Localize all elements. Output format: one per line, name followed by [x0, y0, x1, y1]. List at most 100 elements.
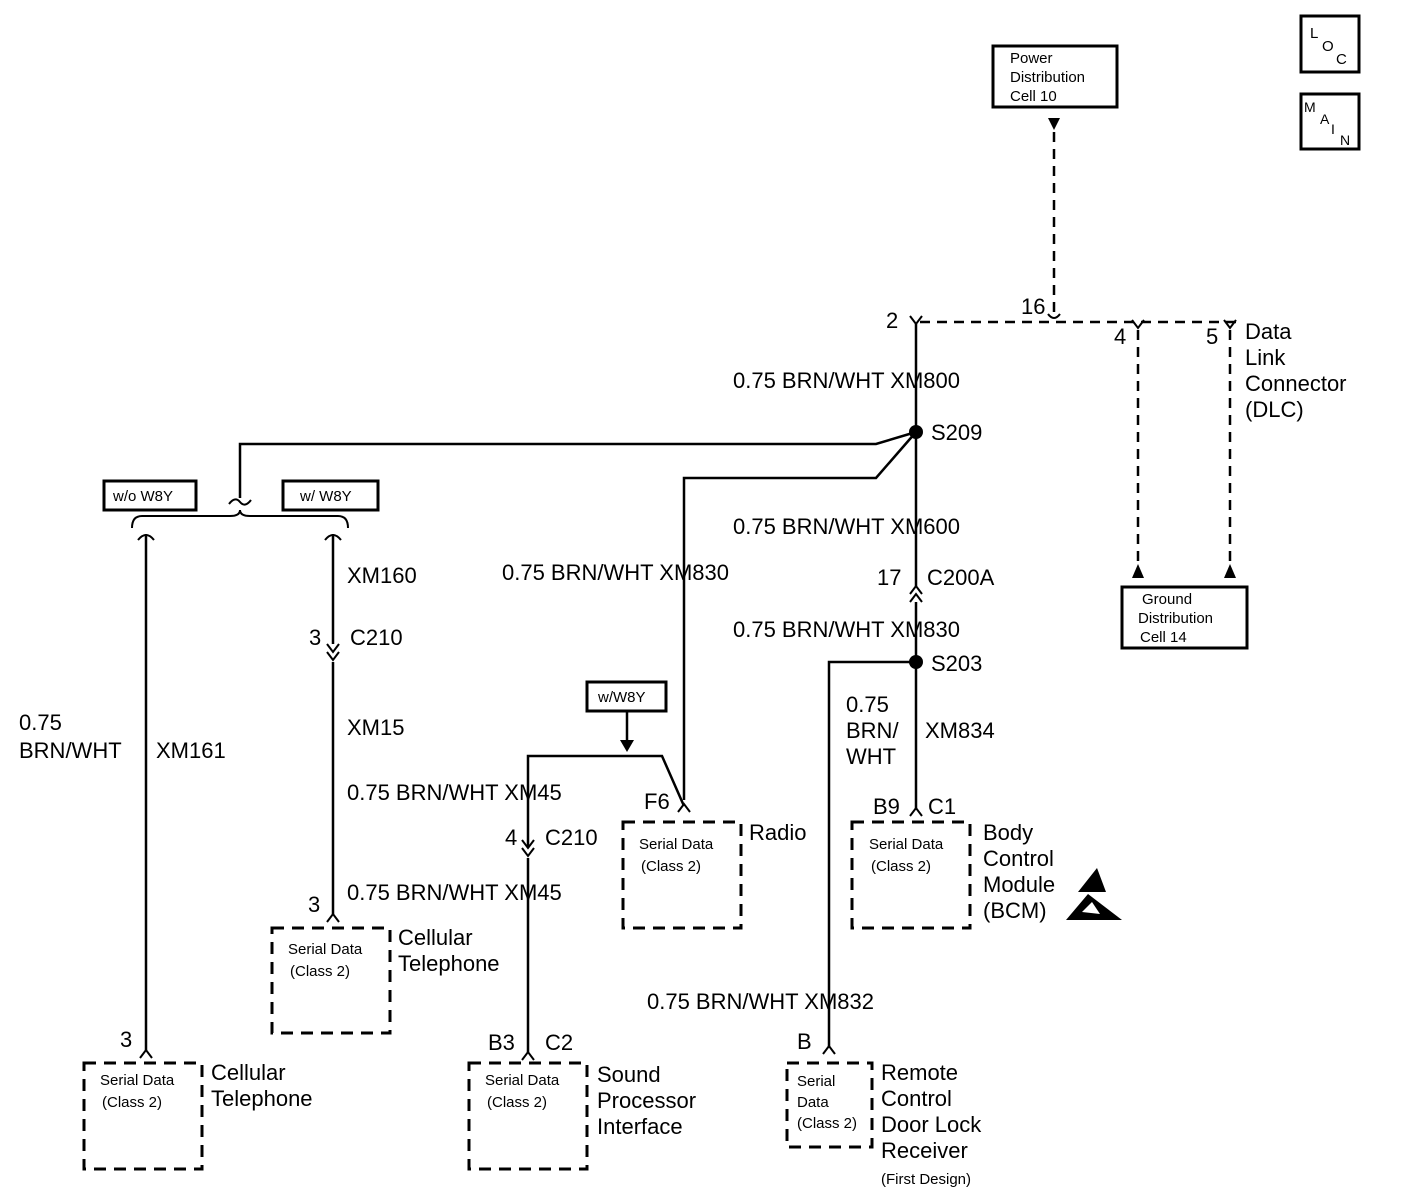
option-brace-icon — [131, 509, 349, 529]
svg-text:0.75: 0.75 — [19, 710, 62, 735]
svg-text:Control: Control — [983, 846, 1054, 871]
splice-s209-label: S209 — [931, 420, 982, 445]
rcdlr-pin-icon — [822, 1044, 836, 1055]
cell-left-module[interactable]: Serial Data (Class 2) — [82, 1061, 204, 1171]
bcm-pin-b9: B9 — [873, 794, 900, 819]
esd-warning-icon — [1066, 868, 1122, 920]
power-line1: Power — [1010, 50, 1053, 67]
wire-xm830-radio — [682, 431, 917, 800]
bcm-serial-data: Serial Data — [869, 836, 944, 853]
wire-xm600-label: 0.75 BRN/WHT XM600 — [733, 514, 960, 539]
svg-text:Telephone: Telephone — [398, 951, 500, 976]
option-break-icon — [228, 498, 252, 506]
loc-button[interactable]: L O C — [1299, 14, 1361, 74]
power-line2: Distribution — [1010, 69, 1085, 86]
svg-text:(First Design): (First Design) — [881, 1171, 971, 1188]
c200a-pin: 17 — [877, 565, 901, 590]
bcm-label: Body Control Module (BCM) — [983, 820, 1055, 923]
spi-serial-data: Serial Data — [485, 1072, 560, 1089]
cell-left-label: Cellular Telephone — [211, 1060, 313, 1111]
svg-text:Cellular: Cellular — [211, 1060, 286, 1085]
svg-text:BRN/WHT: BRN/WHT — [19, 738, 122, 763]
c210b-pin: 4 — [505, 825, 517, 850]
spi-class2: (Class 2) — [487, 1094, 547, 1111]
dlc-pin16-icon — [1047, 313, 1061, 319]
ground-line3: Cell 14 — [1140, 629, 1187, 646]
svg-text:Module: Module — [983, 872, 1055, 897]
svg-text:XM161: XM161 — [156, 738, 226, 763]
option-wo-w8y-label: w/o W8Y — [112, 488, 173, 505]
wire-xm45-upper-label: 0.75 BRN/WHT XM45 — [347, 780, 562, 805]
option-arrow-icon — [620, 740, 634, 752]
ground-arrow-left-icon — [1132, 564, 1144, 578]
bcm-class2: (Class 2) — [871, 858, 931, 875]
wire-xm832-label: 0.75 BRN/WHT XM832 — [647, 989, 874, 1014]
dlc-label-line3: Connector — [1245, 371, 1347, 396]
option-w-w8y-radio-label: w/W8Y — [597, 689, 646, 706]
rcdlr-module[interactable]: Serial Data (Class 2) — [785, 1061, 874, 1149]
loc-letter-c: C — [1336, 51, 1347, 68]
spi-label: Sound Processor Interface — [597, 1062, 696, 1139]
ground-line1: Ground — [1142, 591, 1192, 608]
bcm-module[interactable]: Serial Data (Class 2) — [850, 820, 972, 930]
main-letter-m: M — [1304, 99, 1316, 115]
power-distribution-box[interactable]: Power Distribution Cell 10 — [991, 44, 1119, 109]
cell-left-class2: (Class 2) — [102, 1094, 162, 1111]
cell-left-pin-icon — [139, 1048, 153, 1059]
rcdlr-pin-b: B — [797, 1029, 812, 1054]
dlc-pin2: 2 — [886, 308, 898, 333]
radio-class2: (Class 2) — [641, 858, 701, 875]
main-button[interactable]: M A I N — [1299, 92, 1361, 151]
option-w-w8y-radio[interactable]: w/W8Y — [585, 680, 668, 713]
wire-xm15-label: XM15 — [347, 715, 404, 740]
wire-xm800-label: 0.75 BRN/WHT XM800 — [733, 368, 960, 393]
svg-text:WHT: WHT — [846, 744, 896, 769]
loc-letter-o: O — [1322, 38, 1334, 55]
wire-xm834-label: 0.75 BRN/ WHT XM834 — [846, 692, 995, 769]
c200a-connector-icon — [909, 584, 923, 603]
option-w-w8y-label: w/ W8Y — [299, 488, 352, 505]
cell-mid-module[interactable]: Serial Data (Class 2) — [270, 926, 392, 1035]
svg-text:Sound: Sound — [597, 1062, 661, 1087]
spi-module[interactable]: Serial Data (Class 2) — [467, 1061, 589, 1171]
svg-text:Remote: Remote — [881, 1060, 958, 1085]
dlc-label-line2: Link — [1245, 345, 1286, 370]
c210a-label: C210 — [350, 625, 403, 650]
power-line3: Cell 10 — [1010, 88, 1057, 105]
main-letter-a: A — [1320, 111, 1330, 127]
ground-distribution-box[interactable]: Ground Distribution Cell 14 — [1120, 585, 1249, 650]
svg-text:Cellular: Cellular — [398, 925, 473, 950]
dlc-pin4: 4 — [1114, 324, 1126, 349]
wire-xm161-label: 0.75 BRN/WHT XM161 — [19, 710, 226, 763]
radio-label: Radio — [749, 820, 806, 845]
wire-xm830-trunk-label: 0.75 BRN/WHT XM830 — [733, 617, 960, 642]
wire-xm832 — [827, 660, 916, 1048]
svg-text:Door Lock: Door Lock — [881, 1112, 982, 1137]
option-wo-w8y[interactable]: w/o W8Y — [102, 479, 198, 512]
radio-pin-f6: F6 — [644, 789, 670, 814]
radio-serial-data: Serial Data — [639, 836, 714, 853]
rcdlr-data: Data — [797, 1094, 829, 1111]
svg-text:BRN/: BRN/ — [846, 718, 899, 743]
dlc-label[interactable]: Data Link Connector (DLC) — [1245, 319, 1347, 422]
splice-s203-label: S203 — [931, 651, 982, 676]
c200a-label: C200A — [927, 565, 995, 590]
svg-text:Receiver: Receiver — [881, 1138, 968, 1163]
power-arrow-icon — [1048, 118, 1060, 130]
radio-module[interactable]: Serial Data (Class 2) — [621, 820, 743, 930]
svg-text:Body: Body — [983, 820, 1033, 845]
spi-pin-c2: C2 — [545, 1030, 573, 1055]
c210b-label: C210 — [545, 825, 598, 850]
spi-pin-b3: B3 — [488, 1030, 515, 1055]
c210a-connector-icon — [326, 643, 340, 662]
main-letter-i: I — [1331, 121, 1335, 137]
bcm-pin-c1: C1 — [928, 794, 956, 819]
wire-s209-left — [238, 430, 917, 498]
dlc-label-line4: (DLC) — [1245, 397, 1304, 422]
bcm-pin-icon — [909, 806, 923, 817]
rcdlr-label: Remote Control Door Lock Receiver (First… — [881, 1060, 982, 1188]
option-w-w8y[interactable]: w/ W8Y — [281, 479, 380, 512]
svg-text:XM834: XM834 — [925, 718, 995, 743]
svg-text:(BCM): (BCM) — [983, 898, 1047, 923]
